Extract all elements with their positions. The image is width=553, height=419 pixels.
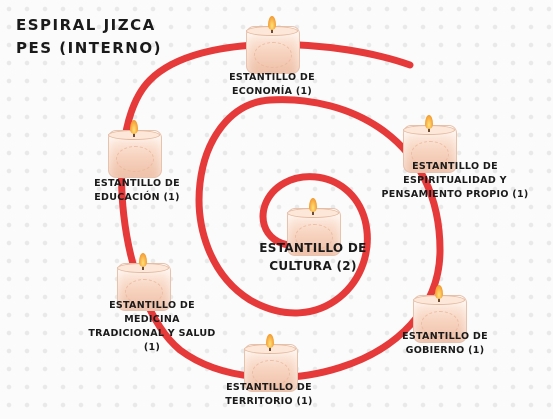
- label-line: ESPIRITUALIDAD Y: [403, 175, 507, 186]
- label-espiritualidad: ESTANTILLO DE ESPIRITUALIDAD Y PENSAMIENTO…: [380, 160, 530, 202]
- label-line: TRADICIONAL Y SALUD: [88, 328, 216, 339]
- label-line: ESTANTILLO DE: [259, 241, 367, 255]
- label-line: ESTANTILLO DE: [94, 178, 180, 189]
- title-line-1: ESPIRAL JIZCA: [16, 16, 156, 34]
- label-gobierno: ESTANTILLO DE GOBIERNO (1): [385, 330, 505, 358]
- candle-espiritualidad-icon: [403, 115, 457, 173]
- label-cultura: ESTANTILLO DE CULTURA (2): [248, 239, 378, 275]
- label-line: TERRITORIO (1): [225, 396, 313, 407]
- candle-educacion-icon: [108, 120, 162, 178]
- candle-gobierno-icon: [413, 285, 467, 343]
- label-line: ESTANTILLO DE: [109, 300, 195, 311]
- label-line: (1): [143, 342, 161, 353]
- label-line: GOBIERNO (1): [405, 345, 485, 356]
- label-line: ESTANTILLO DE: [402, 331, 488, 342]
- label-economia: ESTANTILLO DE ECONOMÍA (1): [212, 71, 332, 99]
- label-line: EDUCACIÓN (1): [94, 192, 180, 203]
- label-line: ESTANTILLO DE: [226, 382, 312, 393]
- label-educacion: ESTANTILLO DE EDUCACIÓN (1): [72, 177, 202, 205]
- label-line: ESTANTILLO DE: [229, 72, 315, 83]
- label-line: PENSAMIENTO PROPIO (1): [381, 189, 529, 200]
- label-line: ESTANTILLO DE: [412, 161, 498, 172]
- label-medicina: ESTANTILLO DE MEDICINA TRADICIONAL Y SALUD…: [82, 299, 222, 355]
- label-line: MEDICINA: [124, 314, 180, 325]
- candle-territorio-icon: [244, 334, 298, 392]
- label-territorio: ESTANTILLO DE TERRITORIO (1): [207, 381, 331, 409]
- candle-cultura-icon: [287, 198, 341, 256]
- candle-medicina-icon: [117, 253, 171, 311]
- title-line-2: PES (INTERNO): [16, 39, 162, 57]
- label-line: CULTURA (2): [269, 259, 357, 273]
- candle-economia-icon: [246, 16, 300, 74]
- label-line: ECONOMÍA (1): [231, 86, 313, 97]
- diagram-title: ESPIRAL JIZCA PES (INTERNO): [16, 14, 162, 60]
